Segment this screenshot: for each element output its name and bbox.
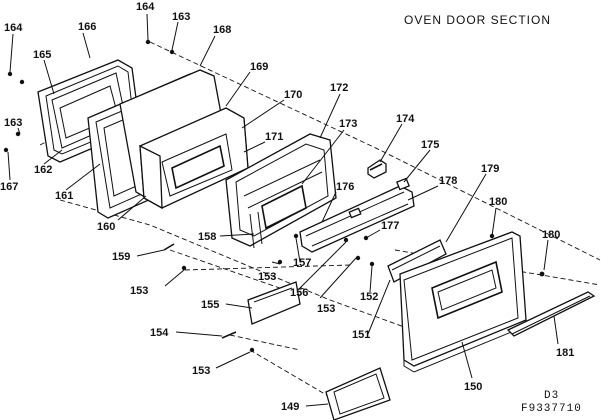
part-179-strip xyxy=(387,239,447,283)
label-159: 159 xyxy=(112,251,130,263)
label-175: 175 xyxy=(421,139,439,151)
label-153-center: 153 xyxy=(317,303,335,315)
label-174: 174 xyxy=(396,113,415,125)
label-165: 165 xyxy=(33,49,51,61)
label-151: 151 xyxy=(352,329,370,341)
label-176: 176 xyxy=(336,181,354,193)
label-156: 156 xyxy=(290,287,308,299)
label-161: 161 xyxy=(55,190,73,202)
label-181: 181 xyxy=(556,347,574,359)
label-180-upper: 180 xyxy=(489,196,507,208)
hardware-screws xyxy=(3,39,545,353)
label-154: 154 xyxy=(150,327,169,339)
part-181-trim-strip xyxy=(506,291,596,337)
part-149-gasket xyxy=(325,367,391,420)
part-176-hinge-channel xyxy=(299,177,415,253)
part-174-bracket xyxy=(367,159,387,179)
label-163-top: 163 xyxy=(172,11,190,23)
label-152: 152 xyxy=(360,291,378,303)
label-170: 170 xyxy=(284,89,302,101)
label-164-left: 164 xyxy=(4,22,23,34)
diagram-title: OVEN DOOR SECTION xyxy=(404,13,551,27)
part-labels: 164 163 166 168 164 165 169 163 170 172 … xyxy=(0,1,574,413)
part-160-door-liner xyxy=(119,69,249,210)
footer-code-top: D3 xyxy=(544,390,559,402)
label-153-bottom: 153 xyxy=(192,365,210,377)
label-157: 157 xyxy=(293,257,311,269)
leader-lines xyxy=(7,13,559,407)
part-150-outer-door xyxy=(399,231,527,373)
label-149: 149 xyxy=(281,401,299,413)
label-177: 177 xyxy=(381,220,399,232)
label-168: 168 xyxy=(213,24,231,36)
part-155-plate xyxy=(247,281,301,325)
label-150: 150 xyxy=(464,381,482,393)
label-164-top: 164 xyxy=(136,1,155,13)
label-163-left: 163 xyxy=(4,117,22,129)
label-178: 178 xyxy=(439,175,457,187)
footer-code-bottom: F9337710 xyxy=(521,403,582,415)
label-153-left: 153 xyxy=(130,285,148,297)
part-172-inner-panel xyxy=(225,133,337,249)
label-162: 162 xyxy=(34,164,52,176)
label-179: 179 xyxy=(481,163,499,175)
label-180-right: 180 xyxy=(542,229,560,241)
label-158: 158 xyxy=(198,231,216,243)
label-172: 172 xyxy=(330,82,348,94)
label-160: 160 xyxy=(97,221,115,233)
label-173: 173 xyxy=(339,118,357,130)
label-167: 167 xyxy=(0,181,18,193)
label-169: 169 xyxy=(250,61,268,73)
label-166: 166 xyxy=(78,21,96,33)
label-171: 171 xyxy=(265,131,283,143)
label-155: 155 xyxy=(201,299,219,311)
label-153-middle: 153 xyxy=(258,271,276,283)
